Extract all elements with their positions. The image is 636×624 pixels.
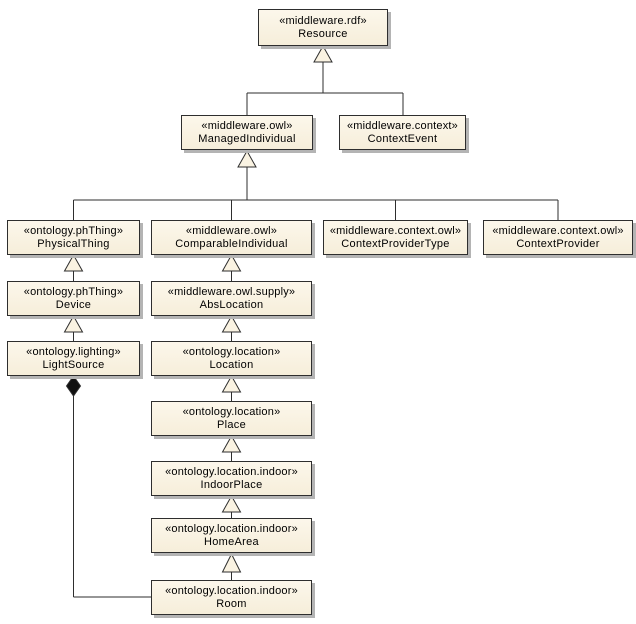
stereotype-label: «middleware.rdf» — [279, 14, 367, 27]
stereotype-label: «ontology.location.indoor» — [165, 522, 298, 535]
class-name-label: ContextEvent — [367, 132, 438, 145]
class-name-label: AbsLocation — [199, 298, 264, 311]
class-name-label: IndoorPlace — [200, 478, 263, 491]
stereotype-label: «middleware.owl» — [201, 119, 293, 132]
class-box-managed-individual[interactable]: «middleware.owl» ManagedIndividual — [181, 115, 313, 150]
generalization-device-to-physicalthing — [63, 253, 84, 281]
generalization-homearea-to-indoorplace — [221, 494, 242, 518]
composition-lightsource-room — [65, 375, 151, 598]
generalization-arrowhead — [221, 314, 242, 333]
class-name-label: ComparableIndividual — [175, 237, 288, 250]
class-box-place[interactable]: «ontology.location» Place — [151, 401, 312, 436]
class-box-home-area[interactable]: «ontology.location.indoor» HomeArea — [151, 518, 312, 553]
stereotype-label: «ontology.lighting» — [26, 345, 121, 358]
generalization-arrowhead — [63, 253, 84, 272]
generalization-arrowhead — [221, 494, 242, 513]
class-box-comparable-individual[interactable]: «middleware.owl» ComparableIndividual — [151, 220, 312, 255]
stereotype-label: «middleware.owl» — [185, 224, 278, 237]
generalization-place-to-location — [221, 374, 242, 401]
class-name-label: PhysicalThing — [37, 237, 110, 250]
generalization-arrowhead — [221, 552, 242, 573]
stereotype-label: «middleware.context.owl» — [492, 224, 624, 237]
generalization-tree-to-resource — [246, 44, 404, 115]
class-box-context-event[interactable]: «middleware.context» ContextEvent — [339, 115, 466, 150]
class-name-label: HomeArea — [204, 535, 259, 548]
generalization-arrowhead — [313, 44, 333, 63]
class-box-light-source[interactable]: «ontology.lighting» LightSource — [7, 341, 140, 376]
stereotype-label: «ontology.phThing» — [23, 285, 124, 298]
class-name-label: Place — [216, 418, 247, 431]
class-name-label: ContextProvider — [516, 237, 600, 250]
stereotype-label: «ontology.location.indoor» — [165, 465, 298, 478]
stereotype-label: «ontology.phThing» — [23, 224, 124, 237]
generalization-arrowhead — [63, 314, 84, 333]
generalization-tree-to-managed-individual — [73, 149, 559, 220]
generalization-abslocation-to-comparableindividual — [221, 253, 242, 281]
generalization-location-to-abslocation — [221, 314, 242, 341]
stereotype-label: «middleware.context» — [346, 119, 458, 132]
generalization-indoorplace-to-place — [221, 434, 242, 461]
stereotype-label: «middleware.context.owl» — [329, 224, 462, 237]
class-name-label: Location — [209, 358, 254, 371]
class-box-indoor-place[interactable]: «ontology.location.indoor» IndoorPlace — [151, 461, 312, 496]
class-box-physical-thing[interactable]: «ontology.phThing» PhysicalThing — [7, 220, 140, 255]
class-box-context-provider[interactable]: «middleware.context.owl» ContextProvider — [483, 220, 633, 255]
class-name-label: Device — [55, 298, 92, 311]
generalization-arrowhead — [221, 253, 242, 272]
stereotype-label: «ontology.location» — [182, 405, 281, 418]
class-name-label: Room — [216, 597, 247, 610]
generalization-arrowhead — [221, 434, 242, 453]
class-box-context-provider-type[interactable]: «middleware.context.owl» ContextProvider… — [323, 220, 468, 255]
stereotype-label: «ontology.location» — [182, 345, 281, 358]
class-box-room[interactable]: «ontology.location.indoor» Room — [151, 580, 312, 615]
class-box-device[interactable]: «ontology.phThing» Device — [7, 281, 140, 316]
stereotype-label: «middleware.owl.supply» — [167, 285, 296, 298]
class-name-label: ManagedIndividual — [198, 132, 296, 145]
composition-diamond — [65, 375, 82, 397]
generalization-arrowhead — [237, 149, 257, 168]
class-name-label: ContextProviderType — [341, 237, 450, 250]
class-name-label: Resource — [298, 27, 348, 40]
class-name-label: LightSource — [42, 358, 105, 371]
class-box-resource[interactable]: «middleware.rdf» Resource — [258, 9, 388, 46]
generalization-lightsource-to-device — [63, 314, 84, 341]
stereotype-label: «ontology.location.indoor» — [165, 584, 298, 597]
class-box-location[interactable]: «ontology.location» Location — [151, 341, 312, 376]
generalization-arrowhead — [221, 374, 242, 393]
class-box-abs-location[interactable]: «middleware.owl.supply» AbsLocation — [151, 281, 312, 316]
generalization-room-to-homearea — [221, 552, 242, 580]
